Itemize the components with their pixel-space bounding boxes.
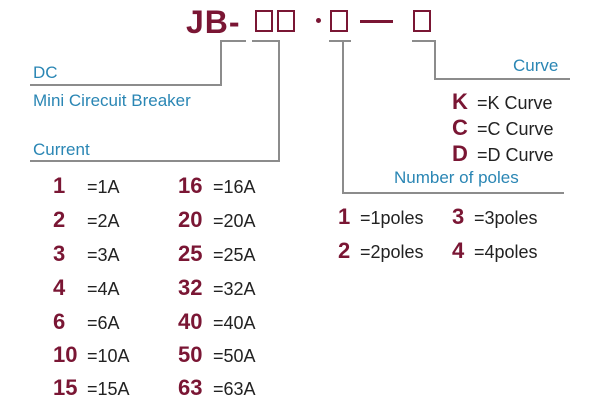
connector-curve-underline [434, 78, 570, 80]
poles-value: =1poles [360, 208, 424, 228]
current-value: =50A [213, 346, 256, 366]
poles-key: 2 [338, 238, 351, 263]
current-key: 40 [178, 309, 203, 334]
separator-dot [316, 18, 321, 23]
connector-jb-vertical [220, 40, 222, 84]
current-key: 10 [53, 342, 78, 367]
current-value: =6A [87, 313, 120, 333]
connector-curve-vertical [434, 40, 436, 80]
label-dc: DC [33, 63, 58, 82]
poles-key: 3 [452, 204, 465, 229]
current-key: 1 [53, 173, 66, 198]
label-number-of-poles: Number of poles [394, 168, 519, 187]
label-curve: Curve [513, 56, 559, 75]
poles-key: 4 [452, 238, 465, 263]
placeholder-box-3 [330, 10, 348, 32]
current-value: =40A [213, 313, 256, 333]
connector-poles-underline [342, 192, 564, 194]
curve-key: D [452, 141, 468, 166]
current-value: =32A [213, 279, 256, 299]
connector-current-underline [30, 160, 280, 162]
current-key: 15 [53, 375, 78, 400]
curve-value: =K Curve [477, 93, 553, 113]
connector-current-vertical [278, 40, 280, 162]
current-value: =10A [87, 346, 130, 366]
connector-poles-cap [329, 40, 351, 42]
poles-value: =3poles [474, 208, 538, 228]
current-key: 32 [178, 275, 203, 300]
current-value: =16A [213, 177, 256, 197]
connector-jb-cap [220, 40, 246, 42]
curve-value: =C Curve [477, 119, 554, 139]
current-key: 2 [53, 207, 66, 232]
current-value: =15A [87, 379, 130, 399]
current-key: 4 [53, 275, 66, 300]
poles-value: =2poles [360, 242, 424, 262]
curve-key: K [452, 89, 468, 114]
connector-dc-underline [30, 84, 222, 86]
current-key: 6 [53, 309, 66, 334]
poles-key: 1 [338, 204, 351, 229]
current-key: 63 [178, 375, 203, 400]
current-value: =1A [87, 177, 120, 197]
current-value: =4A [87, 279, 120, 299]
connector-poles-vertical [342, 40, 344, 194]
connector-curve-cap [412, 40, 436, 42]
placeholder-box-4 [413, 10, 431, 32]
current-value: =20A [213, 211, 256, 231]
current-key: 50 [178, 342, 203, 367]
current-key: 3 [53, 241, 66, 266]
current-key: 25 [178, 241, 203, 266]
curve-value: =D Curve [477, 145, 554, 165]
label-current: Current [33, 140, 90, 159]
current-value: =63A [213, 379, 256, 399]
current-key: 20 [178, 207, 203, 232]
separator-dash [360, 20, 393, 23]
model-prefix: JB- [186, 4, 241, 40]
label-mini-breaker: Mini Cirecuit Breaker [33, 91, 191, 110]
placeholder-box-2 [277, 10, 295, 32]
curve-key: C [452, 115, 468, 140]
connector-current-cap [252, 40, 280, 42]
placeholder-box-1 [255, 10, 273, 32]
current-value: =2A [87, 211, 120, 231]
current-value: =25A [213, 245, 256, 265]
poles-value: =4poles [474, 242, 538, 262]
current-value: =3A [87, 245, 120, 265]
current-key: 16 [178, 173, 203, 198]
